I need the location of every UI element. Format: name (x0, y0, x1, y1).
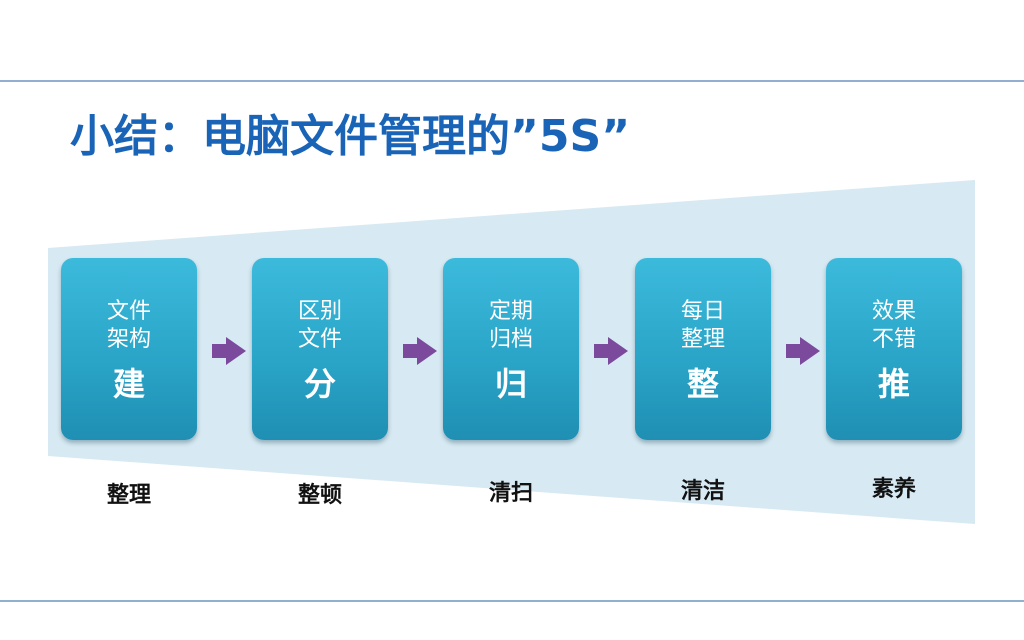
step-line2: 归档 (488, 327, 533, 352)
step-caption-1: 整理 (106, 483, 151, 508)
step-text-5: 效果 不错 (826, 298, 962, 354)
bottom-divider (0, 600, 1024, 602)
step-line1: 区别 (297, 299, 342, 324)
step-box-2: 区别 文件 分 (252, 258, 388, 440)
arrow-right-icon (594, 337, 628, 365)
step-key-4: 整 (686, 365, 719, 403)
slide-title: 小结：电脑文件管理的”5S” (70, 111, 631, 162)
step-line1: 效果 (871, 299, 916, 324)
step-line2: 架构 (106, 327, 151, 352)
step-caption-4: 清洁 (680, 479, 725, 504)
arrow-right-icon (786, 337, 820, 365)
step-caption-5: 素养 (871, 477, 916, 502)
step-line1: 每日 (680, 299, 725, 324)
step-key-2: 分 (303, 365, 336, 403)
step-box-4: 每日 整理 整 (635, 258, 771, 440)
step-text-1: 文件 架构 (61, 298, 197, 354)
step-line1: 文件 (106, 299, 151, 324)
step-text-2: 区别 文件 (252, 298, 388, 354)
step-key-3: 归 (494, 365, 527, 403)
arrow-right-icon (212, 337, 246, 365)
step-caption-3: 清扫 (488, 481, 533, 506)
step-key-5: 推 (877, 365, 910, 403)
step-box-5: 效果 不错 推 (826, 258, 962, 440)
step-line1: 定期 (488, 299, 533, 324)
step-key-1: 建 (112, 365, 145, 403)
top-divider (0, 80, 1024, 82)
step-line2: 不错 (871, 327, 916, 352)
step-caption-2: 整顿 (297, 483, 342, 508)
arrow-right-icon (403, 337, 437, 365)
step-text-3: 定期 归档 (443, 298, 579, 354)
step-box-3: 定期 归档 归 (443, 258, 579, 440)
step-box-1: 文件 架构 建 (61, 258, 197, 440)
step-text-4: 每日 整理 (635, 298, 771, 354)
step-line2: 文件 (297, 327, 342, 352)
step-line2: 整理 (680, 327, 725, 352)
